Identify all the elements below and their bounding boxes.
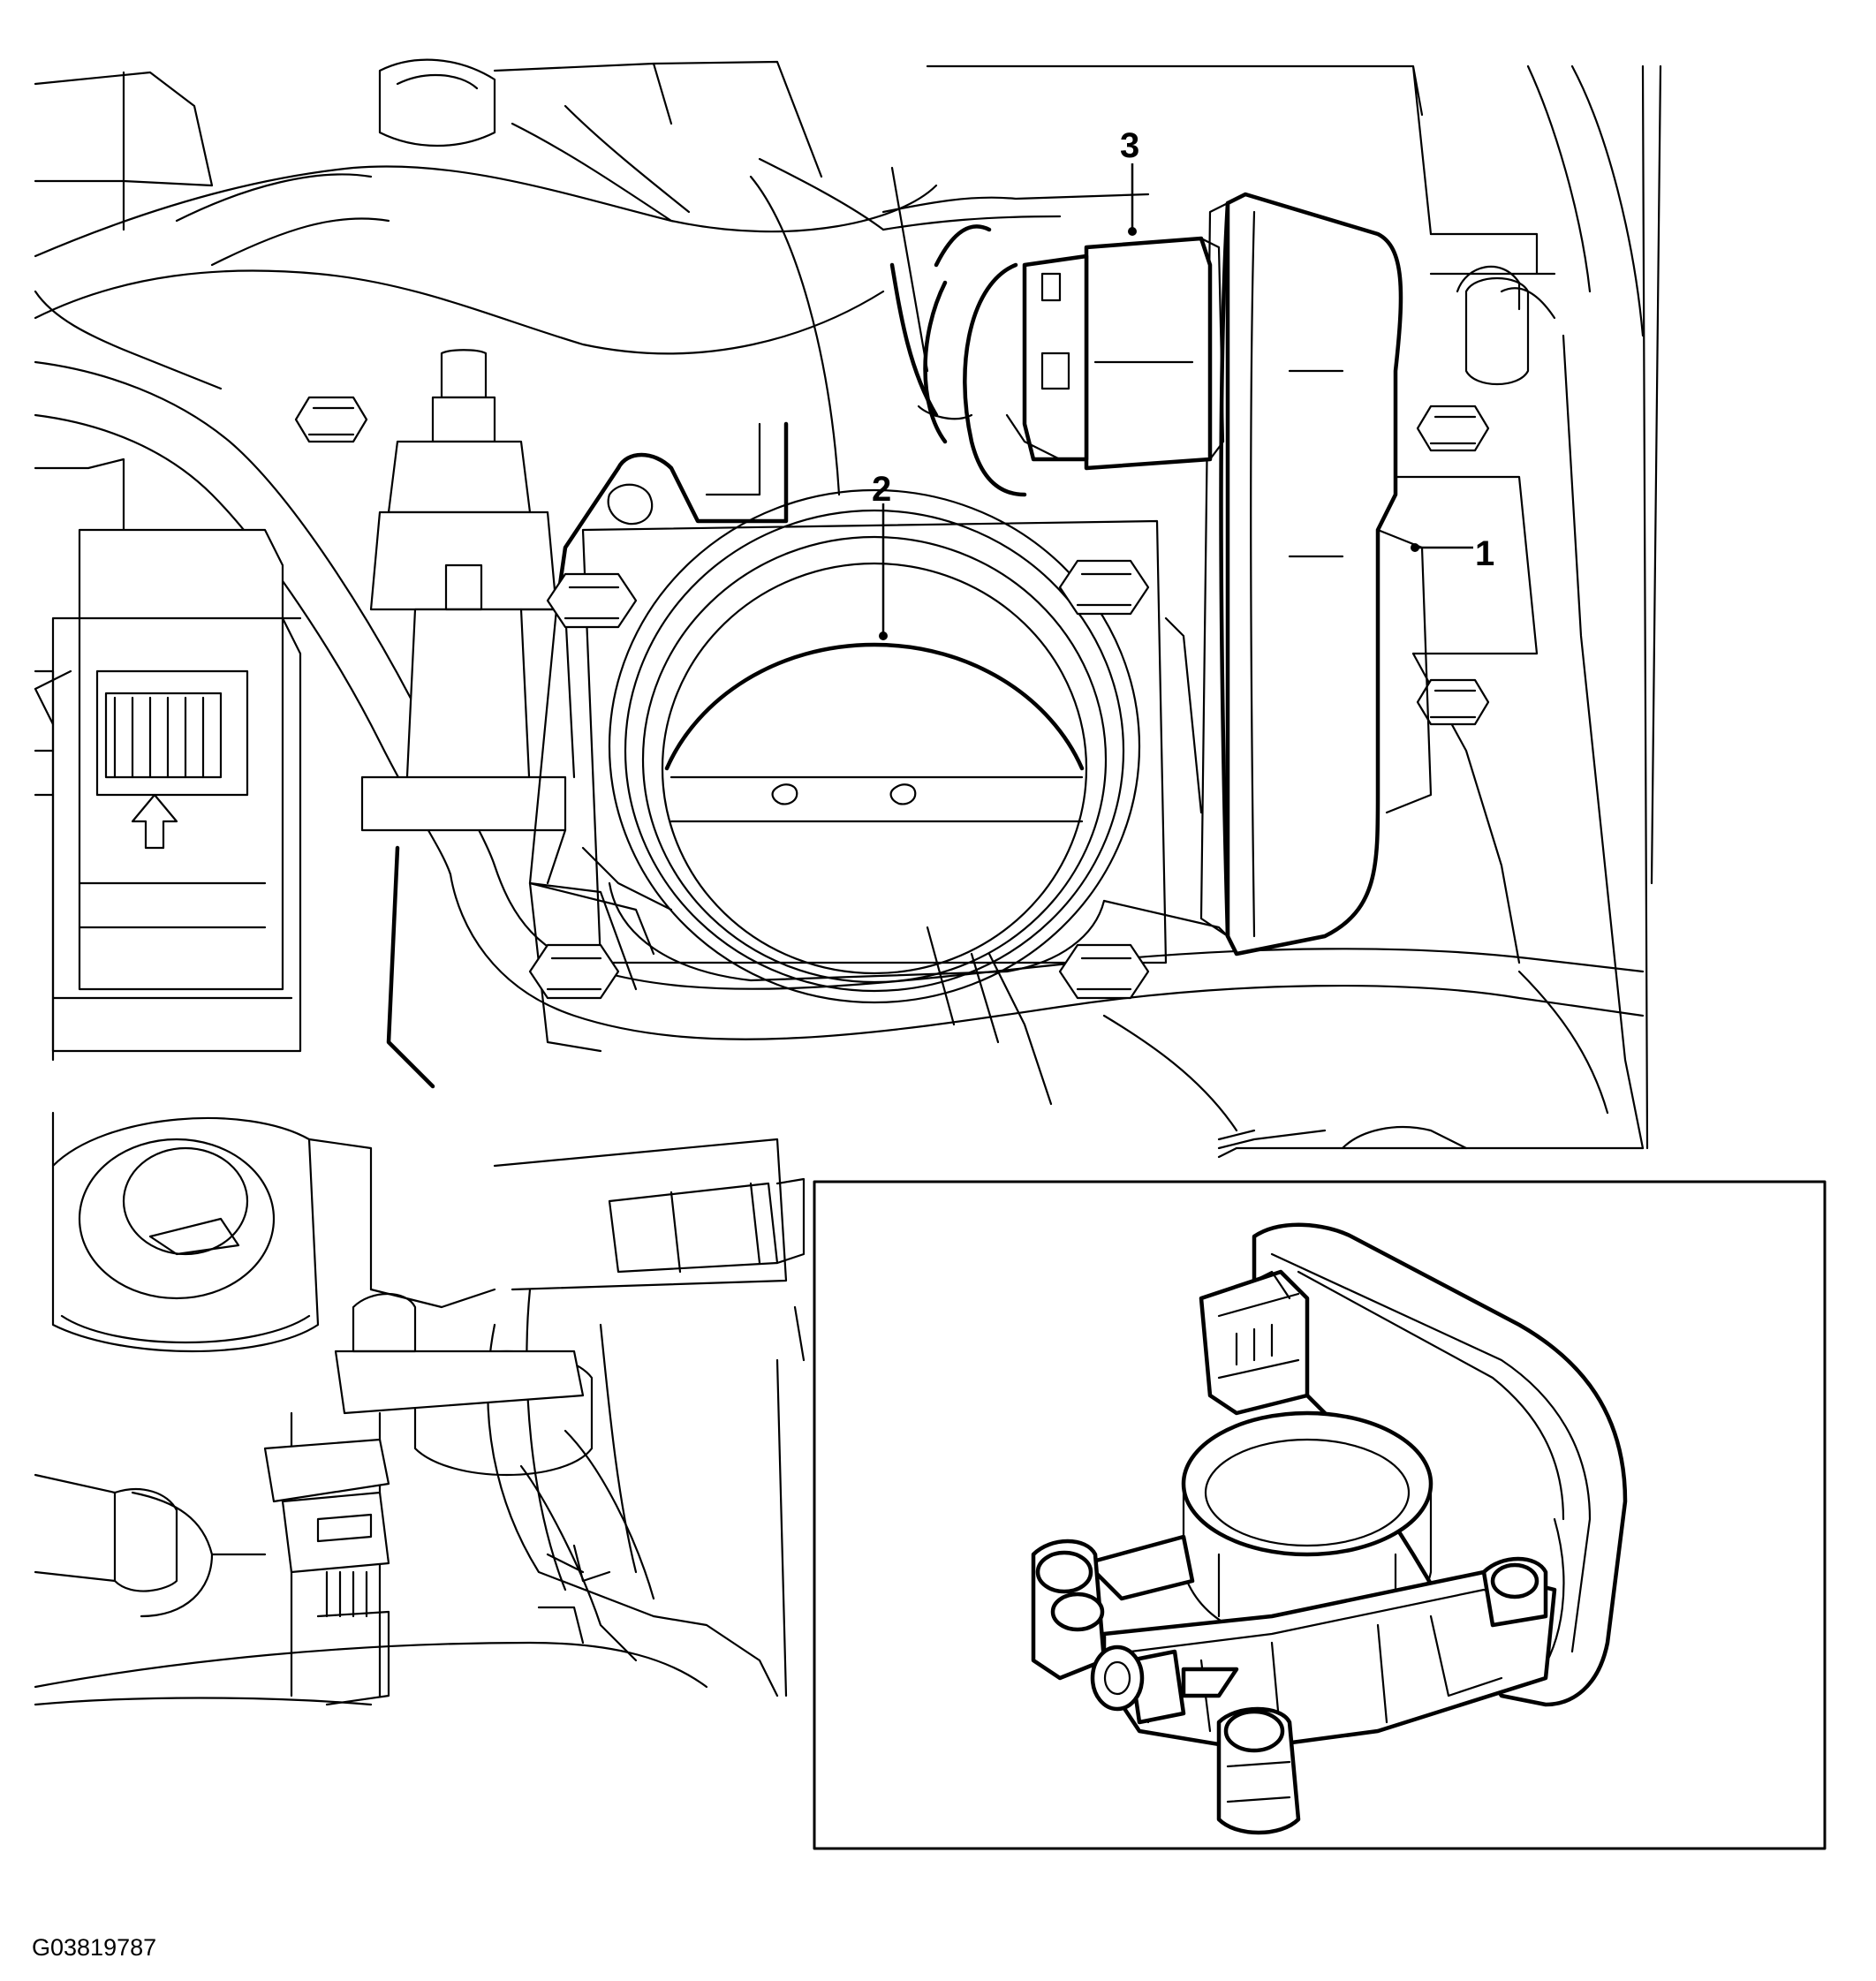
inset-throttle-body bbox=[813, 1180, 1827, 1850]
sensor-connector-left bbox=[360, 349, 576, 832]
bolt-icon bbox=[1416, 678, 1490, 726]
bolt-icon bbox=[294, 396, 368, 443]
bolt-icon bbox=[528, 943, 620, 1000]
bolt-icon bbox=[1058, 943, 1150, 1000]
callout-label: 3 bbox=[1120, 126, 1139, 165]
motor-connector bbox=[889, 224, 1225, 497]
callout-label: 1 bbox=[1475, 534, 1494, 573]
lower-components bbox=[34, 1111, 806, 1706]
engine-bay-view bbox=[34, 58, 1662, 1706]
callout-3: 3 bbox=[1120, 126, 1139, 236]
callout-1: 1 bbox=[1411, 534, 1494, 573]
callout-2: 2 bbox=[872, 470, 891, 640]
throttle-body bbox=[581, 488, 1238, 1004]
bolts bbox=[294, 276, 1530, 1000]
bolt-icon bbox=[1058, 559, 1150, 616]
throttle-valve-plate bbox=[664, 642, 1085, 771]
vacuum-elbow bbox=[1456, 265, 1556, 320]
background-structure bbox=[34, 58, 1662, 1150]
bolt-icon bbox=[1416, 405, 1490, 452]
throttle-motor-housing bbox=[1199, 192, 1433, 956]
view-border-fragments bbox=[1217, 1125, 1645, 1159]
figure-id: G03819787 bbox=[32, 1934, 156, 1961]
callout-label: 2 bbox=[872, 470, 891, 509]
bolt-icon bbox=[546, 572, 638, 629]
bolt-icon bbox=[1464, 276, 1530, 386]
arrow-up-icon bbox=[131, 793, 178, 850]
wiring-harness-upper bbox=[34, 104, 1150, 355]
left-connector bbox=[34, 528, 302, 1062]
